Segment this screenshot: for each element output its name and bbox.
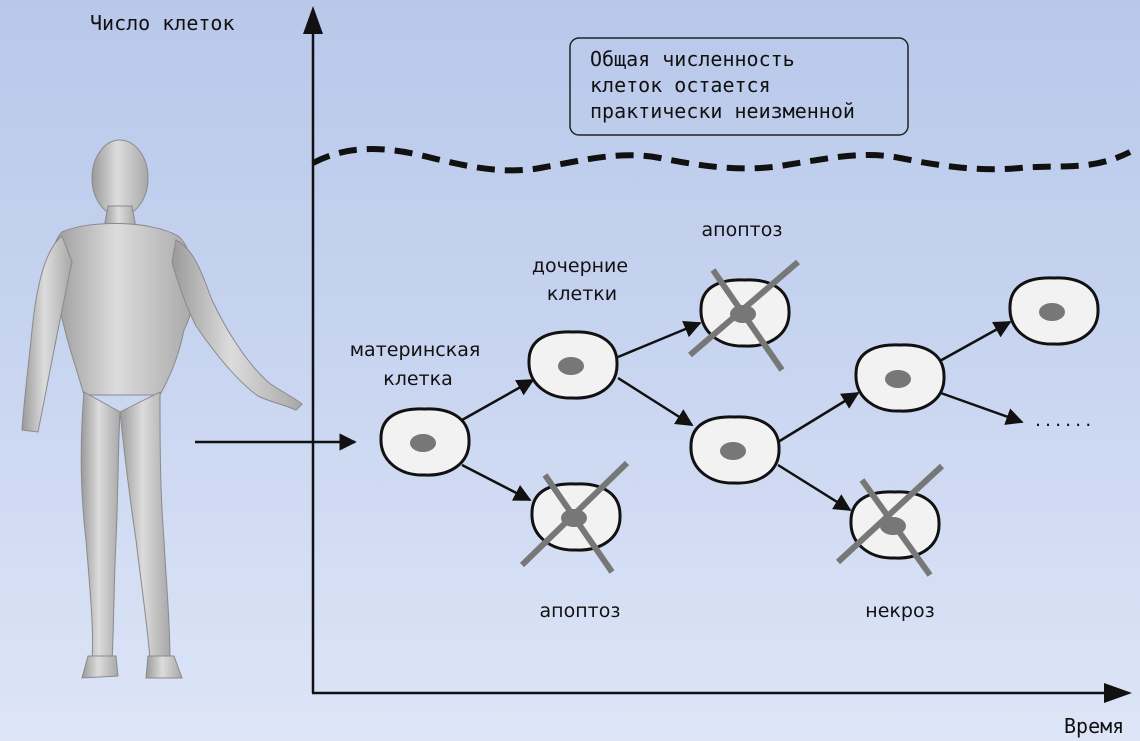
necrosis-label: некроз (865, 600, 934, 622)
mother-label-line-1: материнская (350, 339, 481, 361)
death-crosses (519, 259, 945, 577)
arrow-mother-to-apoptosis (461, 463, 532, 502)
cross-icon-apoptosis-bottom (519, 460, 630, 574)
constant-population-line (311, 146, 1132, 174)
note-line-2: клеток остается (590, 73, 771, 97)
arrows (195, 320, 1024, 512)
fourth-generation-cell (1008, 276, 1100, 346)
note-frame (569, 37, 909, 136)
continuation-dots: ...... (1035, 409, 1095, 431)
labels: материнская клетка дочерние клетки апопт… (350, 219, 1095, 622)
note-box: Общая численность клеток остается практи… (569, 37, 909, 136)
apoptosis-bottom-label: апоптоз (540, 600, 621, 622)
cells (379, 276, 1100, 560)
second-generation-cell (689, 415, 781, 485)
mother-label-line-2: клетка (383, 368, 453, 390)
axes: Число клеток Время (90, 6, 1132, 738)
human-figure-icon (21, 139, 303, 679)
y-axis-arrow-icon (303, 6, 323, 34)
x-axis-label: Время (1064, 714, 1124, 738)
arrow-daughter-to-second-cell (617, 376, 694, 427)
note-line-1: Общая численность (590, 47, 795, 71)
x-axis-arrow-icon (1104, 683, 1132, 703)
cross-icon-necrosis (835, 463, 945, 577)
arrow-second-to-third-cell (777, 391, 860, 444)
arrow-third-to-fourth-cell (937, 320, 1012, 364)
arrow-third-to-continuation (937, 390, 1024, 425)
arrow-daughter-to-apoptosis (617, 320, 702, 359)
y-axis-label: Число клеток (90, 11, 235, 35)
note-line-3: практически неизменной (590, 99, 855, 123)
arrow-mother-to-daughter-top (461, 378, 535, 422)
daughter-cell (527, 330, 619, 400)
mother-cell (379, 407, 471, 477)
apoptosis-top-label: апоптоз (702, 219, 783, 241)
cross-icon-apoptosis-top (688, 259, 800, 372)
daughter-label-line-1: дочерние (532, 255, 628, 277)
arrow-second-to-necrosis (777, 463, 852, 512)
daughter-label-line-2: клетки (547, 283, 617, 305)
third-generation-cell (854, 343, 946, 413)
